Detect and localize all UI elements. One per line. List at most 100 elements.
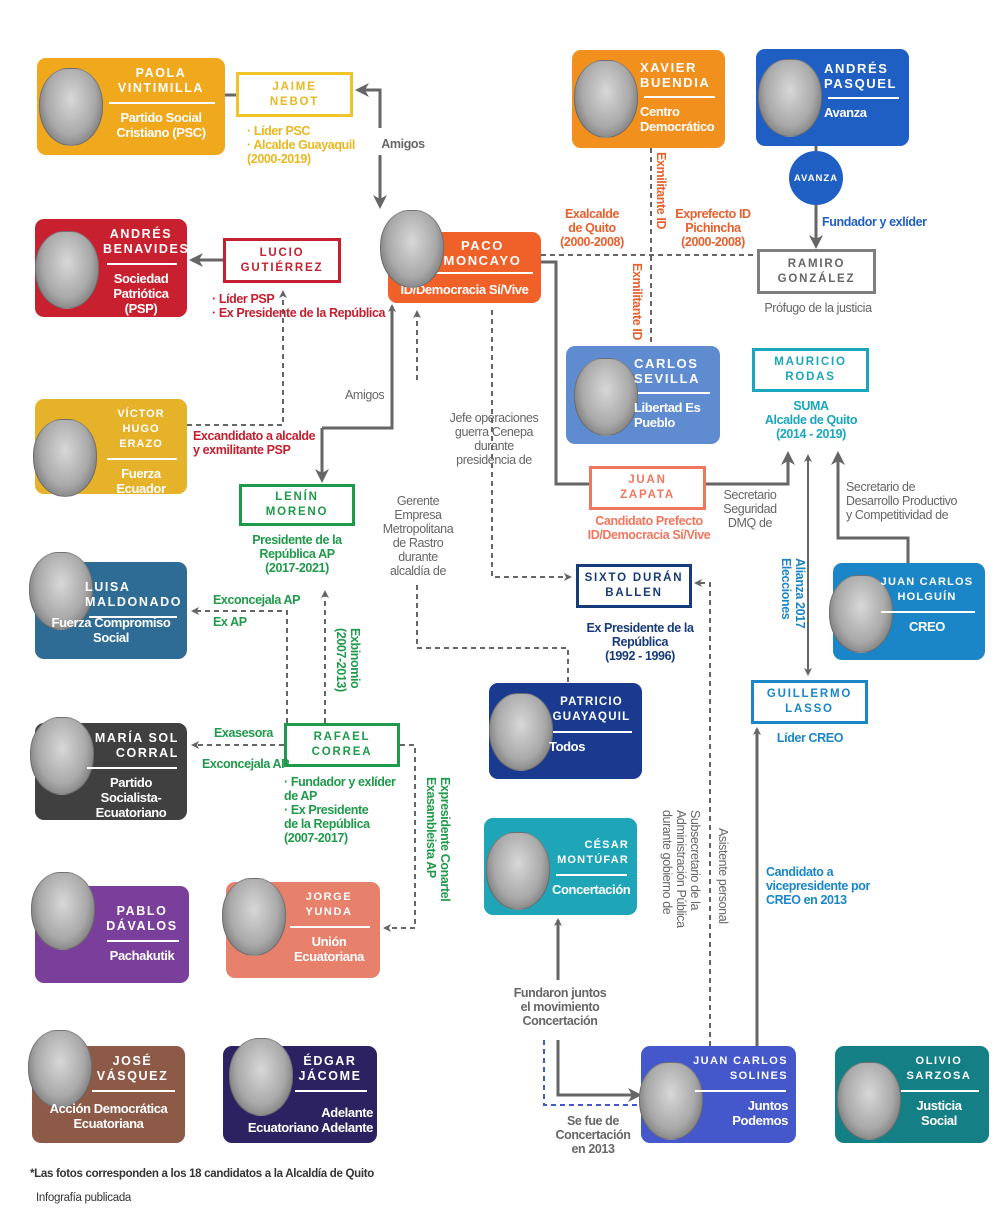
label-profugo: Prófugo de la justicia: [764, 301, 872, 315]
person-sixto-duran-ballen: SIXTO DURÁN BALLEN: [576, 564, 692, 608]
photo-edgar-jacome: [229, 1038, 293, 1116]
candidate-party: Sociedad Patriótica (PSP): [113, 271, 169, 316]
photo-patricio-guayaquil: [489, 693, 553, 771]
photo-andres-pasquel: [758, 59, 822, 137]
candidate-party: Adelante Ecuatoriano Adelante: [247, 1105, 374, 1135]
person-jaime-nebot: JAIME NEBOT: [236, 72, 353, 117]
label-asistente: Asistente personal: [716, 828, 730, 924]
candidate-card-xavier-buendia: XAVIER BUENDIA Centro Democrático: [572, 50, 725, 148]
candidate-party: Avanza: [824, 105, 867, 120]
divider: [107, 263, 177, 265]
label-gerente: Gerente Empresa Metropolitana de Rastro …: [382, 494, 454, 578]
candidate-name: CÉSAR MONTÚFAR: [557, 839, 629, 866]
photo-victor-hugo-erazo: [33, 419, 97, 497]
label-exasesora: Exasesora: [214, 726, 273, 740]
divider: [644, 96, 715, 98]
photo-olivio-sarzosa: [837, 1062, 901, 1140]
divider: [881, 611, 975, 613]
candidate-name: XAVIER BUENDIA: [640, 60, 711, 90]
label-fundaron: Fundaron juntos el movimiento Concertaci…: [513, 986, 607, 1028]
label-subsecretario: Subsecretario de la Administración Públi…: [660, 810, 702, 928]
divider: [901, 1090, 979, 1092]
candidate-card-carlos-sevilla: CARLOS SEVILLA Libertad Es Pueblo: [566, 346, 720, 444]
label-jefe-operaciones: Jefe operaciones guerra Cenepa durante p…: [449, 411, 539, 467]
candidate-name: JUAN CARLOS HOLGUÍN: [880, 576, 974, 603]
candidate-card-patricio-guayaquil: PATRICIO GUAYAQUIL Todos: [489, 683, 642, 779]
photo-jose-vasquez: [28, 1030, 92, 1108]
candidate-party: Concertación: [552, 882, 631, 897]
candidate-party: Centro Democrático: [640, 104, 715, 134]
candidate-party: Partido Socialista- Ecuatoriano Unido: [95, 775, 167, 835]
divider: [107, 458, 177, 460]
person-ramiro-gonzalez: RAMIRO GONZÁLEZ: [757, 249, 876, 294]
photo-pablo-davalos: [31, 872, 95, 950]
photo-jorge-yunda: [222, 878, 286, 956]
candidate-name: PATRICIO GUAYAQUIL: [552, 696, 631, 723]
candidate-card-cesar-montufar: CÉSAR MONTÚFAR Concertación: [484, 818, 637, 915]
label-exalcalde: Exalcalde de Quito (2000-2008): [560, 207, 624, 249]
photo-luisa-maldonado: [29, 552, 93, 630]
divider: [432, 272, 533, 274]
photo-paco-moncayo-wrap: [380, 210, 444, 288]
photo-carlos-sevilla: [574, 358, 638, 436]
label-exprefecto: Exprefecto ID Pichincha (2000-2008): [675, 207, 751, 249]
label-exmilitante-2: Exmilitante ID: [630, 263, 644, 341]
candidate-name: MARÍA SOL CORRAL: [94, 731, 179, 760]
label-exconcejala-2: Exconcejala AP: [202, 757, 290, 771]
candidate-card-andres-benavides: ANDRÉS BENAVIDES Sociedad Patriótica (PSP…: [35, 219, 190, 317]
candidate-party: CREO: [909, 619, 945, 634]
divider: [828, 97, 899, 99]
divider: [290, 926, 370, 928]
candidate-name: JUAN CARLOS SOLINES: [693, 1055, 788, 1082]
label-amigos-top: Amigos: [381, 137, 425, 151]
candidate-name: ANDRÉS BENAVIDES: [103, 227, 190, 256]
label-se-fue: Se fue de Concertación en 2013: [555, 1114, 631, 1156]
divider: [295, 1090, 367, 1092]
footnote: *Las fotos corresponden a los 18 candida…: [30, 1168, 375, 1180]
label-lenin-notes: Presidente de la República AP (2017-2021…: [252, 533, 342, 575]
candidate-card-jose-vasquez: JOSÉ VÁSQUEZ Acción Democrática Ecuatori…: [28, 1030, 185, 1143]
candidate-card-maria-sol-corral: MARÍA SOL CORRAL Partido Socialista- Ecua…: [30, 717, 187, 835]
divider: [695, 1090, 786, 1092]
candidate-name: PAOLA VINTIMILLA: [117, 66, 205, 95]
person-rafael-correa: RAFAEL CORREA: [284, 723, 400, 767]
label-excandidato: Excandidato a alcalde y exmilitante PSP: [193, 429, 316, 457]
divider: [553, 731, 632, 733]
photo-cesar-montufar: [486, 832, 550, 910]
photo-xavier-buendia: [574, 60, 638, 138]
label-ex-ap: Ex AP: [213, 615, 247, 629]
label-amigos-mid: Amigos: [345, 388, 385, 402]
candidate-name: OLIVIO SARZOSA: [906, 1055, 972, 1082]
label-fundador-avanza: Fundador y exlíder: [822, 215, 927, 229]
candidate-name: ÉDGAR JÁCOME: [298, 1054, 362, 1083]
label-alianza: Alianza 2017 Elecciones: [779, 558, 807, 629]
label-exconcejala-1: Exconcejala AP: [213, 593, 301, 607]
candidate-party: Libertad Es Pueblo: [634, 400, 701, 430]
label-secretario-desarrollo: Secretario de Desarrollo Productivo y Co…: [846, 480, 958, 522]
divider: [109, 102, 215, 104]
label-exmilitante-1: Exmilitante ID: [654, 152, 668, 230]
candidate-name: PACO MONCAYO: [443, 238, 522, 268]
photo-paola-vintimilla: [39, 68, 103, 146]
divider: [89, 616, 177, 618]
candidate-party: Todos: [549, 739, 586, 754]
person-juan-zapata: JUAN ZAPATA: [589, 466, 706, 510]
person-guillermo-lasso: GUILLERMO LASSO: [751, 680, 868, 724]
candidate-name: CARLOS SEVILLA: [634, 356, 701, 386]
candidate-card-juan-carlos-holguin: JUAN CARLOS HOLGUÍN CREO: [829, 563, 985, 660]
label-rodas-notes: SUMA Alcalde de Quito (2014 - 2019): [764, 399, 858, 441]
candidate-party: Fuerza Ecuador: [116, 466, 166, 496]
photo-juan-carlos-solines: [639, 1062, 703, 1140]
candidate-party: Fuerza Compromiso Social: [51, 615, 171, 645]
person-lenin-moreno: LENÍN MORENO: [239, 484, 355, 526]
label-sixto-notes: Ex Presidente de la República (1992 - 19…: [586, 621, 694, 663]
candidate-party: Pachakutik: [109, 948, 175, 963]
photo-maria-sol-corral: [30, 717, 94, 795]
candidate-name: VÍCTOR HUGO ERAZO: [117, 408, 165, 450]
candidate-card-victor-hugo-erazo: VÍCTOR HUGO ERAZO Fuerza Ecuador: [33, 399, 187, 497]
